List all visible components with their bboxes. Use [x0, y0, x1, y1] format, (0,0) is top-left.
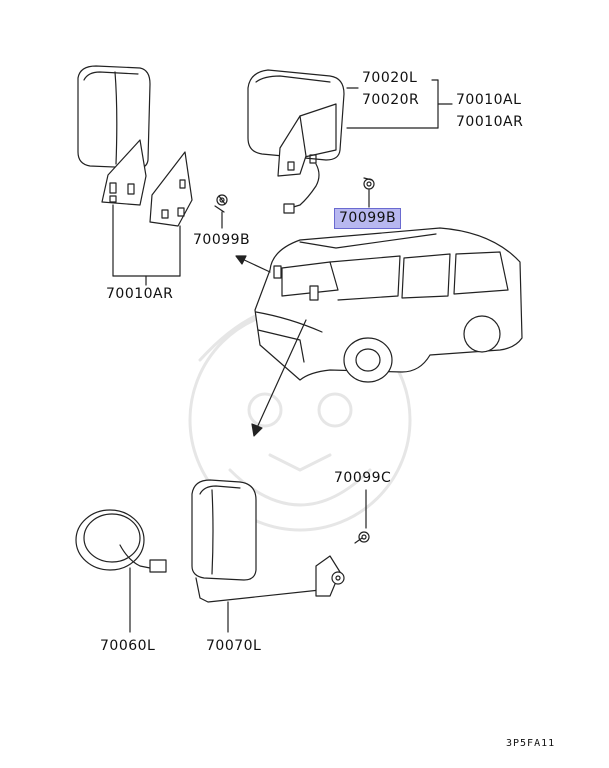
screw-70099c — [355, 490, 369, 543]
van-illustration — [255, 228, 522, 382]
label-70010ar-left: 70010AR — [106, 286, 174, 302]
label-70070l: 70070L — [206, 638, 262, 654]
mirror-glass-70060l — [76, 510, 166, 632]
label-70020l: 70020L — [362, 70, 418, 86]
mirror-assembly-left — [78, 66, 192, 285]
screw-70099b-left — [215, 195, 227, 228]
label-70020r: 70020R — [362, 92, 420, 108]
label-70099b-highlighted: 70099B — [334, 208, 402, 229]
label-70010al: 70010AL — [456, 92, 522, 108]
label-70099b-left: 70099B — [193, 232, 251, 248]
diagram-code: 3P5FA11 — [506, 738, 556, 749]
arrow-to-bottom — [252, 320, 306, 436]
mirror-assembly-70070l — [192, 480, 344, 632]
label-70010ar-right: 70010AR — [456, 114, 524, 130]
label-70060l: 70060L — [100, 638, 156, 654]
screw-70099b-right — [364, 178, 374, 207]
label-70099c: 70099C — [334, 470, 392, 486]
arrow-to-top-left — [236, 256, 270, 272]
mirror-assembly-right — [248, 70, 452, 213]
